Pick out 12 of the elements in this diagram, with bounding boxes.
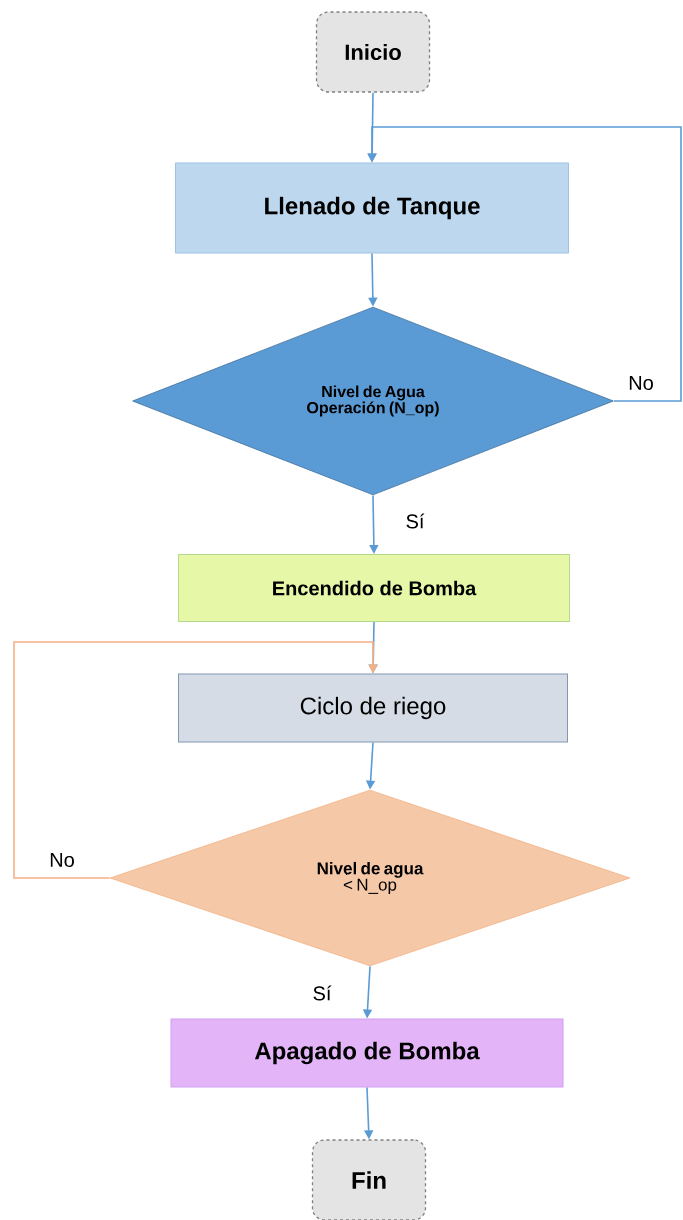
edge-label: No <box>627 375 655 391</box>
process-box: Ciclo de riego <box>178 673 568 743</box>
edge-label: Sí <box>404 512 426 530</box>
arrow <box>13 641 378 879</box>
edge-label: Sí <box>311 984 333 1002</box>
process-box: Encendido de Bomba <box>178 554 570 622</box>
edge-label: No <box>48 852 76 868</box>
process-box: Llenado de Tanque <box>175 162 569 254</box>
end-terminal: Fin <box>311 1139 427 1220</box>
arrow <box>367 126 682 402</box>
start-terminal: Inicio <box>315 11 431 93</box>
process-box: Apagado de Bomba <box>170 1018 564 1088</box>
